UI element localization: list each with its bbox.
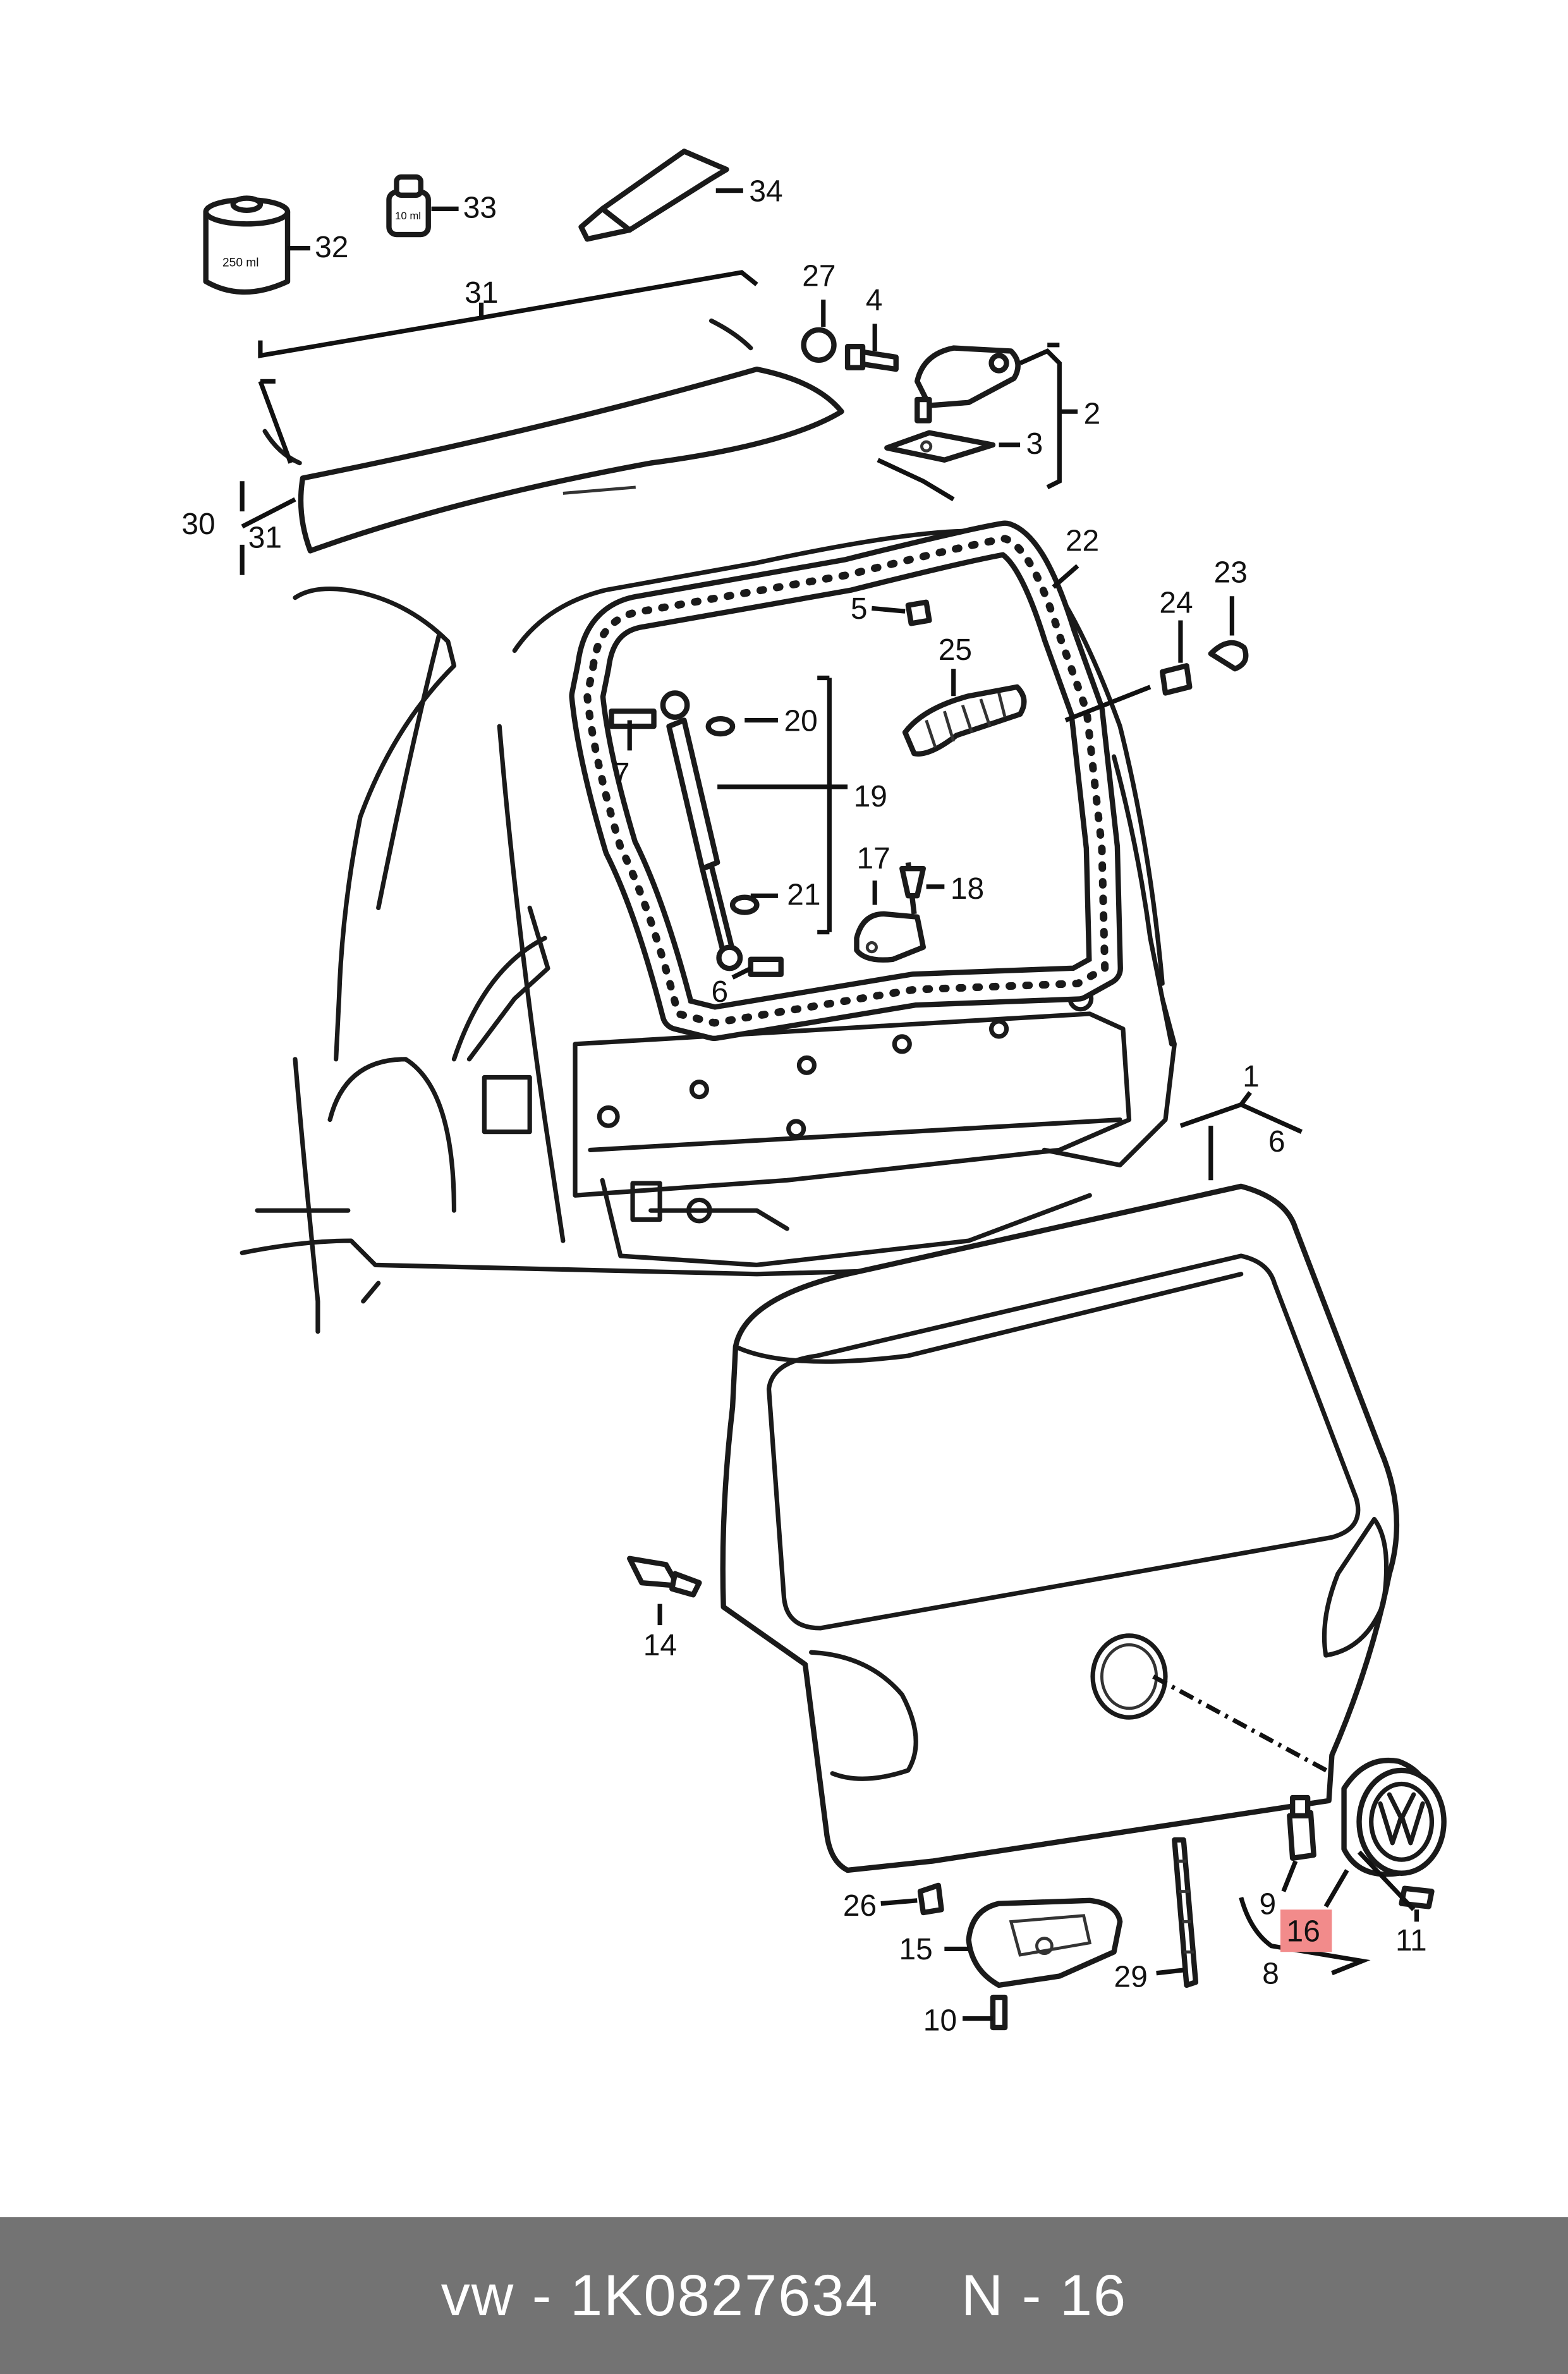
callout-9: 9 [1259, 1887, 1276, 1921]
callout-8: 8 [1262, 1957, 1279, 1991]
threaded-stud [1172, 1837, 1199, 1988]
callout-5: 5 [851, 592, 868, 626]
callout-31-side: 31 [248, 521, 282, 555]
callout-1: 1 [1243, 1060, 1260, 1093]
callout-34: 34 [749, 174, 782, 208]
emblem-handle-unit [1341, 1757, 1447, 1877]
brand-label: vw [441, 2263, 515, 2328]
callout-25: 25 [939, 633, 972, 667]
callout-20: 20 [784, 704, 818, 738]
micro-switch [1287, 1794, 1316, 1861]
vehicle-body [240, 528, 1177, 1334]
callout-15: 15 [899, 1933, 933, 1966]
bolts [905, 599, 1249, 696]
callout-14: 14 [643, 1629, 677, 1662]
tailgate-contact-switch [627, 1555, 702, 1598]
gas-strut [609, 690, 784, 977]
callout-6-tailgate: 6 [1268, 1125, 1285, 1159]
can-volume-label: 250 ml [222, 256, 258, 269]
wiring-grommet [902, 684, 1027, 757]
bottle-volume-label: 10 ml [395, 210, 421, 222]
callout-23: 23 [1214, 556, 1248, 590]
callout-24: 24 [1159, 587, 1193, 620]
callout-16: 16 [1287, 1914, 1320, 1948]
callout-2: 2 [1084, 397, 1101, 430]
tailgate-seal [569, 520, 1123, 1042]
callout-21: 21 [787, 879, 820, 912]
callout-30: 30 [181, 508, 215, 541]
exploded-parts-diagram: 250 ml 10 ml [181, 149, 1447, 2038]
tailgate [720, 1183, 1400, 1873]
sealant-can: 250 ml [203, 195, 291, 295]
callout-7: 7 [613, 757, 630, 791]
callout-17: 17 [856, 842, 890, 875]
tailgate-hinge [801, 327, 1021, 463]
highlight-marker [1280, 1909, 1332, 1952]
callout-3: 3 [1026, 427, 1043, 461]
rear-spoiler [262, 318, 844, 554]
callout-11: 11 [1395, 1924, 1427, 1957]
callout-33: 33 [463, 192, 497, 225]
leader-lines [240, 188, 1419, 2021]
diagram-position: N - 16 [961, 2263, 1127, 2328]
callout-27: 27 [802, 259, 836, 293]
part-number: 1K0827634 [569, 2263, 879, 2328]
callout-10: 10 [923, 2004, 957, 2038]
callout-31-top: 31 [465, 276, 498, 310]
callout-18: 18 [951, 872, 984, 906]
callout-19: 19 [854, 780, 887, 813]
callout-4: 4 [866, 284, 883, 317]
callout-26: 26 [843, 1889, 877, 1923]
bump-stop [917, 1882, 944, 1916]
callout-6: 6 [712, 975, 729, 1009]
adhesive-tube [578, 149, 729, 242]
callout-29: 29 [1114, 1960, 1148, 1994]
callout-labels: 1 2 3 4 5 6 6 7 8 9 10 11 14 15 16 17 18… [181, 174, 1426, 2037]
callout-22: 22 [1066, 524, 1099, 557]
adhesive-bottle: 10 ml [386, 174, 431, 238]
tailgate-lock [966, 1897, 1123, 1988]
callout-32: 32 [315, 231, 348, 264]
